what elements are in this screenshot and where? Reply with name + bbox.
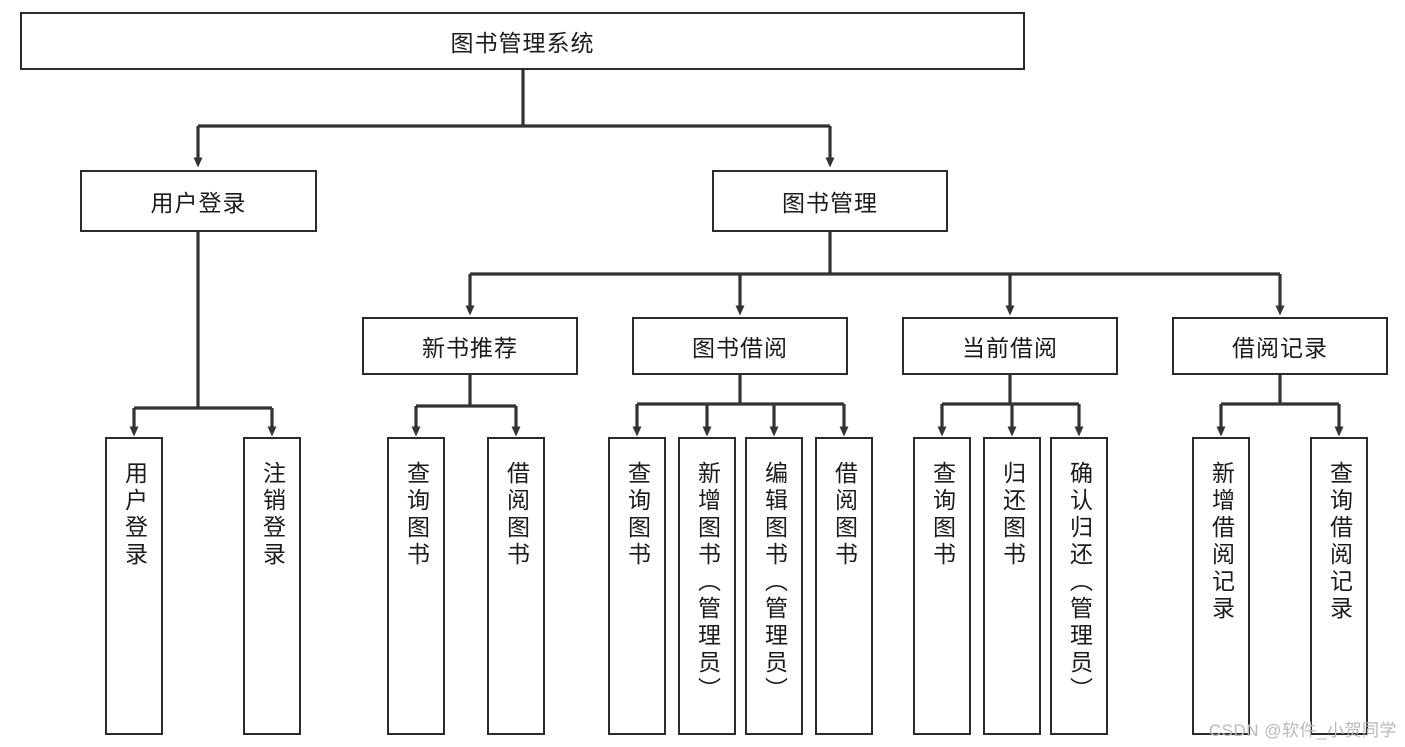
node-label: 查询图书 [624,461,651,569]
node-borrow-record[interactable]: 借阅记录 [1172,317,1388,375]
node-label: 新书推荐 [422,335,518,361]
leaf-node-return-book[interactable]: 归还图书 [983,437,1041,735]
node-label: 查询图书 [929,461,956,569]
node-label: 借阅记录 [1232,335,1328,361]
node-label: 确认归还（管理员） [1066,461,1093,704]
node-label: 查询借阅记录 [1326,461,1353,623]
node-label: 当前借阅 [962,335,1058,361]
node-label: 图书管理 [782,190,878,216]
node-label: 注销登录 [259,461,286,569]
node-book-management[interactable]: 图书管理 [712,170,948,232]
leaf-node-add-book-admin[interactable]: 新增图书（管理员） [678,437,736,735]
leaf-node-query-book-1[interactable]: 查询图书 [387,437,445,735]
node-label: 编辑图书（管理员） [761,461,788,704]
node-label: 借阅图书 [831,461,858,569]
node-label: 新增图书（管理员） [694,461,721,704]
node-label: 图书借阅 [692,335,788,361]
leaf-node-confirm-return-admin[interactable]: 确认归还（管理员） [1050,437,1108,735]
leaf-node-query-book-3[interactable]: 查询图书 [913,437,971,735]
leaf-node-user-login[interactable]: 用户登录 [105,437,163,735]
node-label: 图书管理系统 [450,30,595,56]
node-label: 查询图书 [403,461,430,569]
node-label: 归还图书 [999,461,1026,569]
leaf-node-borrow-book-1[interactable]: 借阅图书 [487,437,545,735]
node-book-borrow[interactable]: 图书借阅 [632,317,848,375]
node-label: 借阅图书 [503,461,530,569]
node-current-borrow[interactable]: 当前借阅 [902,317,1118,375]
leaf-node-add-borrow-record[interactable]: 新增借阅记录 [1192,437,1250,735]
leaf-node-query-book-2[interactable]: 查询图书 [608,437,666,735]
csdn-watermark: CSDN @软件_小贺同学 [1208,721,1397,740]
node-user-login[interactable]: 用户登录 [80,170,317,232]
node-new-book-recommendation[interactable]: 新书推荐 [362,317,578,375]
leaf-node-edit-book-admin[interactable]: 编辑图书（管理员） [745,437,803,735]
node-root-system[interactable]: 图书管理系统 [20,12,1025,70]
leaf-node-query-borrow-record[interactable]: 查询借阅记录 [1310,437,1368,735]
node-label: 新增借阅记录 [1208,461,1235,623]
node-label: 用户登录 [121,461,148,569]
leaf-node-borrow-book-2[interactable]: 借阅图书 [815,437,873,735]
node-label: 用户登录 [150,190,247,216]
leaf-node-logout[interactable]: 注销登录 [243,437,301,735]
